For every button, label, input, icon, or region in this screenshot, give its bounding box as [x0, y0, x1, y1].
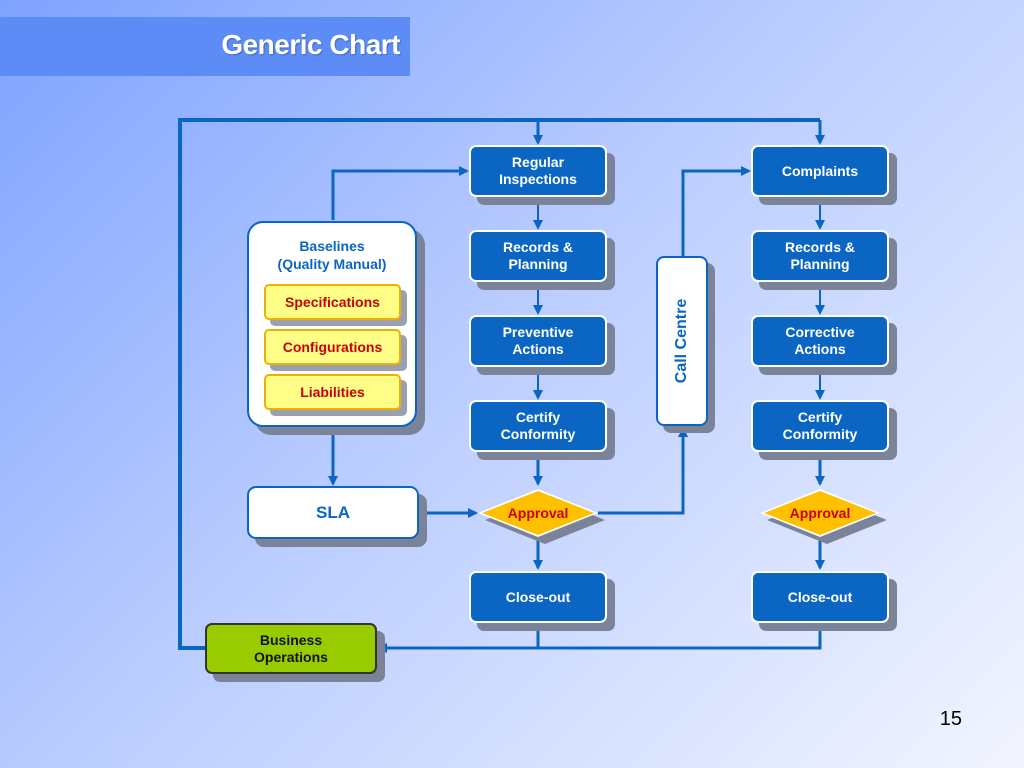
complaints-closeout-box: Close-out	[751, 571, 889, 623]
business-operations-line2: Operations	[254, 648, 328, 665]
inspection-records-line1: Records &	[502, 239, 574, 255]
regular-inspections-line1: Regular	[511, 154, 565, 170]
complaints-records-planning-box: Records & Planning	[751, 230, 889, 282]
liabilities-box: Liabilities	[264, 374, 401, 410]
baselines-title-line1: Baselines	[299, 238, 365, 254]
regular-inspections-line2: Inspections	[499, 171, 577, 187]
preventive-actions-box: Preventive Actions	[469, 315, 607, 367]
complaints-certify-line2: Conformity	[782, 426, 858, 442]
callcentre-complaints-arrow	[681, 166, 751, 256]
configurations-box: Configurations	[264, 329, 401, 365]
approval-callcentre-arrow	[598, 427, 688, 515]
baselines-title: Baselines (Quality Manual)	[249, 237, 415, 273]
inspection-certify-line1: Certify	[515, 409, 561, 425]
call-centre-label: Call Centre	[673, 298, 690, 384]
slide-title: Generic Chart	[221, 29, 400, 60]
preventive-actions-line1: Preventive	[502, 324, 574, 340]
page-number: 15	[939, 708, 962, 730]
inspection-approval-label: Approval	[507, 505, 569, 521]
business-operations-line1: Business	[259, 631, 323, 648]
inspection-closeout-box: Close-out	[469, 571, 607, 623]
loop-line	[178, 118, 820, 650]
inspection-approval-diamond: Approval	[478, 489, 605, 544]
inspection-records-line2: Planning	[508, 256, 568, 272]
preventive-actions-line2: Actions	[512, 341, 564, 357]
regular-inspections-box: Regular Inspections	[469, 145, 607, 197]
title-bar: Generic Chart	[0, 17, 410, 76]
complaints-certify-conformity-box: Certify Conformity	[751, 400, 889, 452]
baselines-title-line2: (Quality Manual)	[277, 256, 387, 272]
complaints-certify-line1: Certify	[797, 409, 843, 425]
business-operations-box: Business Operations	[205, 623, 377, 674]
complaints-box: Complaints	[751, 145, 889, 197]
call-centre-box: Call Centre	[656, 256, 708, 426]
complaints-approval-diamond: Approval	[760, 489, 887, 544]
specifications-box: Specifications	[264, 284, 401, 320]
complaints-records-line2: Planning	[790, 256, 850, 272]
corrective-actions-line1: Corrective	[785, 324, 855, 340]
complaints-records-line1: Records &	[784, 239, 856, 255]
corrective-actions-line2: Actions	[794, 341, 846, 357]
inspection-records-planning-box: Records & Planning	[469, 230, 607, 282]
baselines-inspections-arrow	[331, 166, 469, 220]
sla-box: SLA	[247, 486, 419, 539]
corrective-actions-box: Corrective Actions	[751, 315, 889, 367]
inspection-certify-conformity-box: Certify Conformity	[469, 400, 607, 452]
complaints-approval-label: Approval	[789, 505, 851, 521]
closeout-return-line	[536, 622, 822, 650]
inspection-certify-line2: Conformity	[500, 426, 576, 442]
